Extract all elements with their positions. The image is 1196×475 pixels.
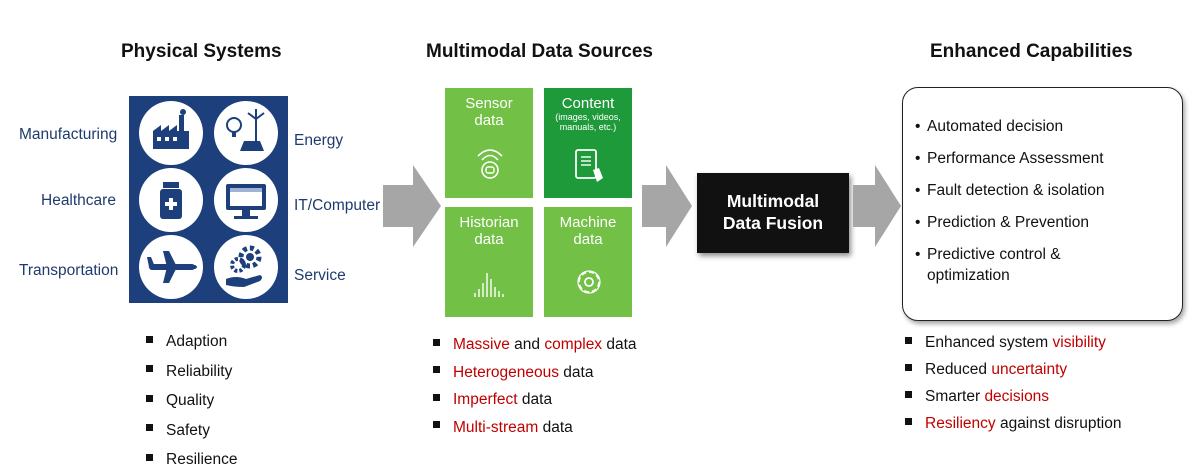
tablet-icon xyxy=(575,149,603,182)
sensor-icon xyxy=(477,149,503,179)
label-transportation: Transportation xyxy=(19,262,119,279)
list-item: Fault detection & isolation xyxy=(915,180,1105,201)
box-subtitle: manuals, etc.) xyxy=(559,122,617,132)
physical-bullets: Adaption Reliability Quality Safety Resi… xyxy=(144,327,238,475)
sources-bullets: Massive and complex data Heterogeneous d… xyxy=(431,331,637,441)
list-item: Performance Assessment xyxy=(915,148,1105,169)
label-it-computer: IT/Computer xyxy=(294,197,381,214)
physical-systems-panel xyxy=(129,96,288,303)
capabilities-bullets: Enhanced system visibility Reduced uncer… xyxy=(903,329,1121,437)
list-item: Quality xyxy=(144,386,238,416)
fusion-line: Data Fusion xyxy=(722,213,824,233)
medicine-bottle-icon xyxy=(139,168,203,232)
list-item: Adaption xyxy=(144,327,238,357)
list-item: Enhanced system visibility xyxy=(903,329,1121,356)
list-item: Massive and complex data xyxy=(431,331,637,359)
airplane-icon xyxy=(139,235,203,299)
physical-systems-heading: Physical Systems xyxy=(121,41,282,62)
box-title: data xyxy=(474,112,504,129)
label-healthcare: Healthcare xyxy=(41,192,116,209)
box-title: Historian xyxy=(459,214,519,231)
box-title: data xyxy=(474,231,504,248)
box-title: data xyxy=(573,231,603,248)
arrow-right-icon xyxy=(642,165,692,247)
list-item: Predictive control &optimization xyxy=(915,244,1105,286)
box-title: Machine xyxy=(559,214,617,231)
arrow-right-icon xyxy=(383,165,441,247)
multimodal-sources-heading: Multimodal Data Sources xyxy=(426,41,653,62)
list-item: Resiliency against disruption xyxy=(903,410,1121,437)
capabilities-list: Automated decision Performance Assessmen… xyxy=(915,116,1105,290)
enhanced-capabilities-heading: Enhanced Capabilities xyxy=(930,41,1133,62)
content-box: Content (images, videos,manuals, etc.) xyxy=(544,88,632,198)
gear-icon xyxy=(577,270,601,294)
list-item: Resilience xyxy=(144,445,238,475)
list-item: Multi-stream data xyxy=(431,414,637,442)
histogram-icon xyxy=(474,273,504,297)
label-manufacturing: Manufacturing xyxy=(19,126,118,143)
box-subtitle: (images, videos, xyxy=(555,112,621,122)
list-item: Automated decision xyxy=(915,116,1105,137)
multimodal-data-fusion-box: Multimodal Data Fusion xyxy=(697,173,849,253)
fusion-line: Multimodal xyxy=(726,191,820,211)
arrow-right-icon xyxy=(853,165,901,247)
capabilities-box: Automated decision Performance Assessmen… xyxy=(902,87,1183,321)
box-title: Content xyxy=(561,95,615,112)
list-item: Heterogeneous data xyxy=(431,359,637,387)
list-item: Safety xyxy=(144,416,238,446)
list-item: Reduced uncertainty xyxy=(903,356,1121,383)
wind-solar-energy-icon xyxy=(214,101,278,165)
list-item: Prediction & Prevention xyxy=(915,212,1105,233)
list-item: Imperfect data xyxy=(431,386,637,414)
service-gears-icon xyxy=(214,235,278,299)
list-item: Reliability xyxy=(144,357,238,387)
box-title: Sensor xyxy=(465,95,513,112)
label-energy: Energy xyxy=(294,132,344,149)
label-service: Service xyxy=(294,267,346,284)
list-item: Smarter decisions xyxy=(903,383,1121,410)
computer-icon xyxy=(214,168,278,232)
factory-icon xyxy=(139,101,203,165)
